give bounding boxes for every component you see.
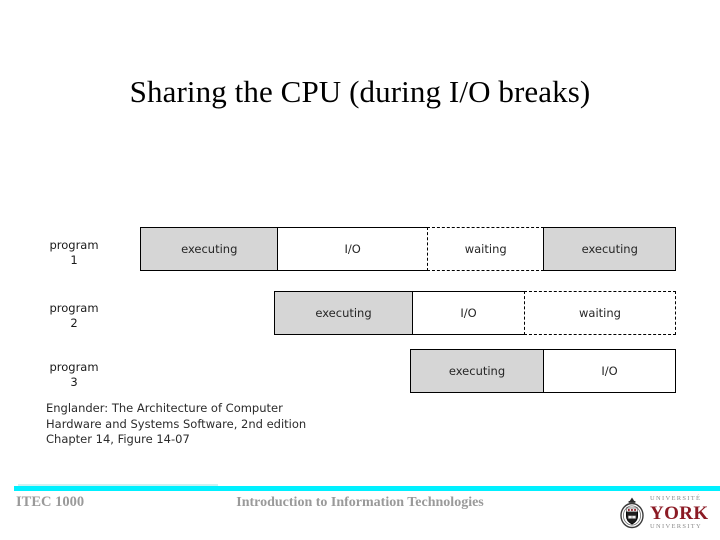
program-2-label-line1: program	[49, 301, 99, 315]
program-3-label-line2: 3	[70, 375, 78, 389]
york-logo-main-text: YORK	[650, 502, 709, 524]
footer-course-code: ITEC 1000	[16, 494, 85, 510]
page-title: Sharing the CPU (during I/O breaks)	[129, 74, 591, 109]
york-logo-bottom-text: UNIVERSITY	[650, 522, 702, 530]
program-3-label-line1: program	[49, 360, 99, 374]
york-logo-top-text: UNIVERSITÉ	[650, 495, 702, 502]
segment-label: executing	[315, 306, 372, 320]
segment-label: waiting	[579, 306, 621, 320]
segment-label: I/O	[460, 306, 477, 320]
program-1-label-line2: 1	[70, 253, 78, 267]
segment-label: waiting	[464, 242, 507, 256]
segment-label: I/O	[344, 242, 361, 256]
segment-label: executing	[181, 242, 238, 256]
segment-label: executing	[581, 242, 638, 256]
footer-rule-highlight	[18, 484, 218, 487]
program-3-timeline: executing I/O	[410, 349, 676, 393]
program-2-segment-waiting: waiting	[524, 291, 676, 335]
figure-source-caption: Englander: The Architecture of Computer …	[46, 401, 307, 446]
york-crest-icon	[618, 496, 646, 530]
program-1-segment-executing-2: executing	[543, 227, 676, 271]
program-3-segment-executing: executing	[410, 349, 544, 393]
program-2-segment-io: I/O	[412, 291, 525, 335]
footer-rule	[14, 486, 720, 491]
york-university-logo: UNIVERSITÉ YORK UNIVERSITY	[618, 493, 714, 533]
segment-label: I/O	[601, 364, 618, 378]
program-1-label: program 1	[24, 238, 124, 268]
program-2-label: program 2	[24, 301, 124, 331]
program-1-label-line1: program	[49, 238, 99, 252]
program-1-timeline: executing I/O waiting executing	[140, 227, 676, 271]
program-1-segment-executing-1: executing	[140, 227, 279, 271]
program-3-label: program 3	[24, 360, 124, 390]
program-2-segment-executing: executing	[274, 291, 413, 335]
program-2-label-line2: 2	[70, 316, 78, 330]
program-3-segment-io: I/O	[543, 349, 676, 393]
footer-course-title: Introduction to Information Technologies	[236, 495, 484, 510]
segment-label: executing	[448, 364, 506, 378]
program-2-timeline: executing I/O waiting	[274, 291, 676, 335]
york-logo-wordmark: UNIVERSITÉ YORK UNIVERSITY	[650, 495, 709, 530]
program-1-segment-waiting: waiting	[426, 227, 545, 271]
program-1-segment-io: I/O	[277, 227, 428, 271]
